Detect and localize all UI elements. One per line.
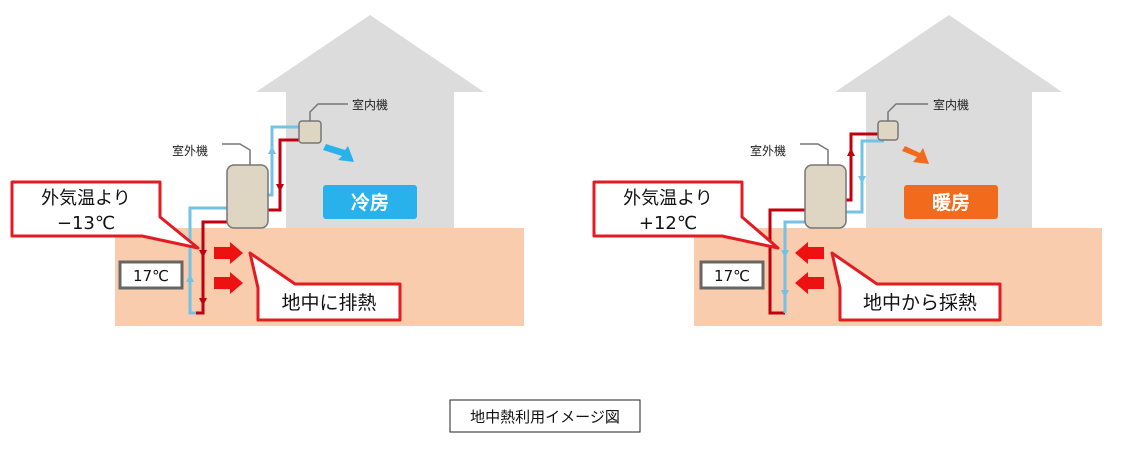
right-outside-temp-callout [592, 180, 780, 250]
left-outside-temp-line1: 外気温より [41, 188, 131, 209]
right-outside-temp-line2: +12℃ [639, 213, 697, 234]
right-mode-badge [904, 185, 998, 219]
right-outdoor-unit-label: 室外機 [750, 143, 786, 158]
left-outdoor-unit-label: 室外機 [172, 143, 208, 158]
right-ground-temp-box [699, 260, 765, 290]
right-outside-temp-line1: 外気温より [623, 188, 713, 209]
right-action-label: 地中から採熱 [863, 292, 977, 314]
right-mode-label: 暖房 [932, 191, 970, 214]
left-action-label: 地中に排熱 [281, 292, 376, 314]
left-ground-temp-box [118, 260, 184, 290]
caption-box: 地中熱利用イメージ図 [449, 399, 641, 433]
right-ground-temp: 17℃ [714, 267, 750, 285]
left-heat-arrow-1 [214, 242, 243, 264]
right-outdoor-leader [800, 143, 829, 165]
right-heat-arrow-1 [795, 242, 824, 264]
right-indoor-unit-label: 室内機 [933, 97, 969, 112]
left-indoor-leader [309, 103, 348, 121]
left-indoor-unit-label: 室内機 [352, 97, 388, 112]
right-indoor-unit [877, 120, 899, 141]
left-red-ground-pipe [196, 220, 228, 315]
left-outside-temp-callout [10, 180, 200, 250]
left-outdoor-unit [226, 164, 269, 229]
right-heat-arrow-2 [795, 272, 824, 294]
left-house [256, 15, 484, 228]
blue-arrow-icon [323, 144, 354, 162]
right-action-callout [830, 251, 1002, 322]
caption: 地中熱利用イメージ図 [470, 408, 620, 426]
right-panel: 室外機 室内機 暖房 外気温より +12℃ 17℃ 地中から採熱 [592, 15, 1102, 326]
left-ground-temp: 17℃ [133, 267, 169, 285]
left-heat-arrow-2 [214, 272, 243, 294]
orange-arrow-icon [902, 146, 929, 164]
right-house [835, 15, 1062, 228]
left-mode-label: 冷房 [351, 191, 389, 214]
left-outdoor-leader [222, 143, 251, 165]
right-indoor-leader [887, 103, 928, 121]
left-mode-badge [323, 185, 417, 219]
left-outside-temp-line2: −13℃ [57, 213, 115, 234]
left-indoor-unit [298, 120, 322, 144]
left-blue-ground-pipe [188, 206, 228, 315]
left-action-callout [248, 251, 402, 322]
right-outdoor-unit [804, 164, 847, 229]
left-panel: 室外機 室内機 冷房 外気温より −13℃ 17℃ 地中に排熱 [10, 15, 524, 326]
